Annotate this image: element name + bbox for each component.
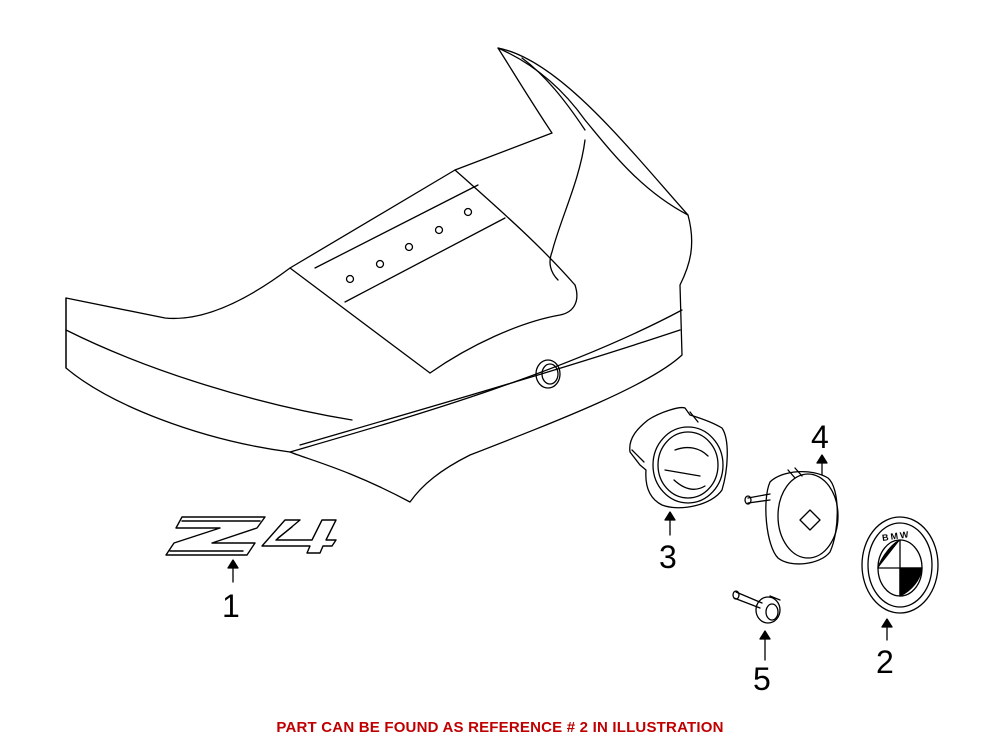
bmw-emblem <box>861 516 939 614</box>
callout-4: 4 <box>811 419 829 455</box>
leader-line-4 <box>816 454 828 476</box>
z4-badge <box>165 516 337 556</box>
leader-line-1 <box>227 559 239 583</box>
screw <box>732 590 781 624</box>
reference-note: PART CAN BE FOUND AS REFERENCE # 2 IN IL… <box>276 719 724 736</box>
leader-line-5 <box>759 630 771 661</box>
callout-5: 5 <box>753 661 771 697</box>
callout-3: 3 <box>659 539 677 575</box>
emblem-carrier <box>744 467 839 565</box>
trunk-lid <box>65 47 693 503</box>
emblem-housing <box>629 406 728 509</box>
leader-line-3 <box>664 511 676 536</box>
callout-2: 2 <box>876 644 894 680</box>
callout-1: 1 <box>222 588 240 624</box>
leader-line-2 <box>881 618 893 641</box>
